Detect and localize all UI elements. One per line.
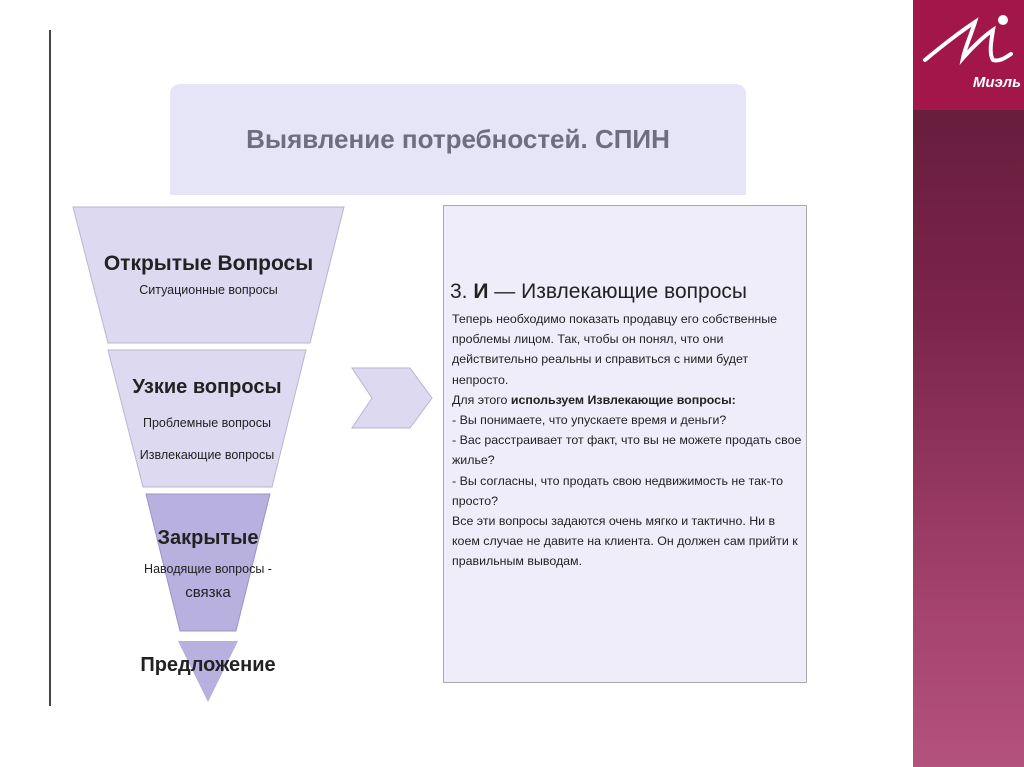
- stage1-title: Открытые Вопросы: [103, 252, 314, 275]
- funnel-diagram: [72, 206, 433, 702]
- chevron-arrow-icon: [351, 367, 433, 429]
- slide-title: Выявление потребностей. СПИН: [246, 124, 670, 154]
- paragraph-2: Для этого используем Извлекающие вопросы…: [452, 390, 804, 410]
- down-arrow-icon: [178, 641, 238, 702]
- title-rest: — Извлекающие вопросы: [488, 280, 747, 303]
- description-panel: 3. И — Извлекающие вопросы Теперь необхо…: [443, 205, 807, 683]
- result-label: Предложение: [140, 654, 276, 676]
- panel-body: Теперь необходимо показать продавцу его …: [452, 309, 804, 572]
- vertical-divider: [49, 30, 51, 706]
- title-number: 3.: [450, 280, 474, 303]
- question-3: - Вы согласны, что продать свою недвижим…: [452, 473, 783, 508]
- logo-text: Миэль: [972, 74, 1021, 91]
- stage2-subtitle-1: Проблемные вопросы: [143, 416, 271, 430]
- stage1-subtitle: Ситуационные вопросы: [139, 283, 278, 297]
- side-decoration-strip: [913, 0, 1024, 767]
- paragraph-2-text: Для этого: [452, 392, 511, 407]
- logo: Миэль: [913, 0, 1024, 110]
- funnel-stage-1: [72, 206, 345, 344]
- paragraph-1: Теперь необходимо показать продавцу его …: [452, 312, 778, 387]
- question-1: - Вы понимаете, что упускаете время и де…: [452, 413, 727, 428]
- stage3-subtitle-1: Наводящие вопросы -: [144, 562, 272, 576]
- question-2: - Вас расстраивает тот факт, что вы не м…: [452, 433, 802, 468]
- stage2-subtitle-2: Извлекающие вопросы: [139, 448, 275, 462]
- title-letter: И: [473, 280, 489, 303]
- logo-mark-icon: [923, 15, 1013, 66]
- stage3-subtitle-2: связка: [185, 584, 231, 601]
- paragraph-2-bold: используем Извлекающие вопросы:: [510, 392, 736, 407]
- stage3-title: Закрытые: [157, 527, 259, 549]
- panel-title: 3. И — Извлекающие вопросы: [450, 280, 747, 304]
- funnel-stage-3: [145, 493, 271, 632]
- slide-header: Выявление потребностей. СПИН: [170, 84, 746, 195]
- funnel-stage-2: [107, 349, 307, 488]
- paragraph-3: Все эти вопросы задаются очень мягко и т…: [452, 514, 798, 569]
- stage2-title: Узкие вопросы: [132, 376, 282, 398]
